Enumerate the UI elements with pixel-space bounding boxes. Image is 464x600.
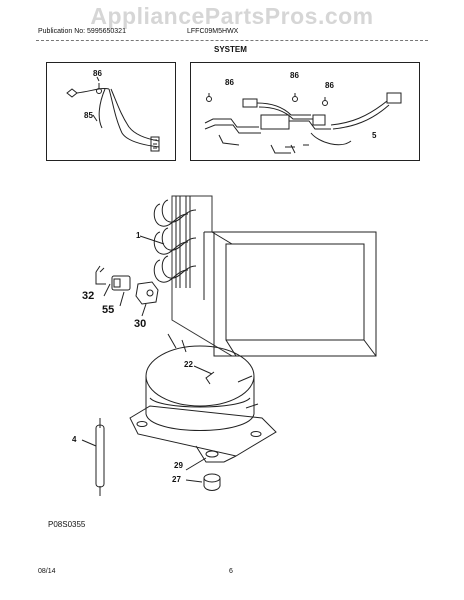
- callout-1: 1: [136, 231, 141, 240]
- watermark-logo: AppliancePartsPros.com: [90, 3, 374, 29]
- model-number: LFFC09M5HWX: [187, 28, 239, 35]
- callout-86-box2-mid: 86: [290, 71, 299, 80]
- drawing-code: P08S0355: [48, 520, 86, 529]
- callout-27: 27: [172, 475, 181, 484]
- harness-detail-drawing: [204, 92, 402, 154]
- page-number: 6: [229, 568, 233, 575]
- footer-date: 08/14: [38, 568, 56, 575]
- callout-86-box2-left: 86: [225, 78, 234, 87]
- callout-30: 30: [134, 318, 147, 330]
- callout-86-box1: 86: [93, 69, 102, 78]
- callout-4: 4: [72, 435, 77, 444]
- header-divider: [36, 40, 428, 41]
- callout-85: 85: [84, 111, 93, 120]
- section-title: SYSTEM: [214, 45, 247, 54]
- publication-number: Publication No: 5995650321: [38, 28, 126, 35]
- callout-55: 55: [102, 304, 115, 316]
- callout-22: 22: [184, 360, 193, 369]
- wiring-detail-drawing: [66, 76, 160, 152]
- callout-32: 32: [82, 290, 95, 302]
- callout-86-box2-right: 86: [325, 81, 334, 90]
- inset-box-harness: [190, 62, 420, 161]
- callout-5: 5: [372, 131, 377, 140]
- inset-box-wiring: [46, 62, 176, 161]
- callout-29: 29: [174, 461, 183, 470]
